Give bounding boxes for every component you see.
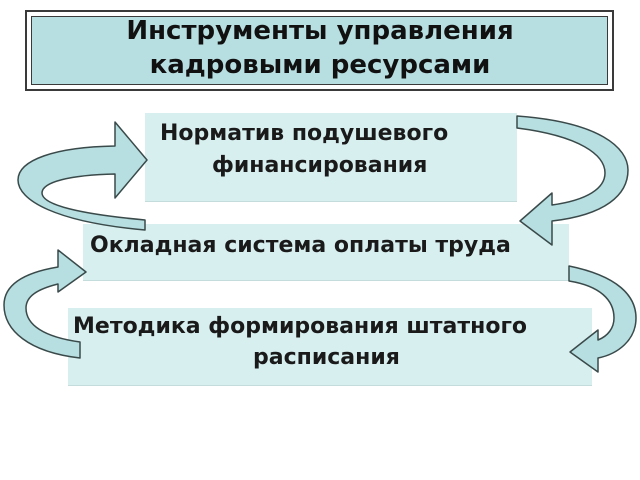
item-3-line-2: расписания [253, 345, 400, 370]
item-1-line-2: финансирования [212, 153, 428, 178]
item-1-line-1: Норматив подушевого [160, 121, 449, 146]
curved-arrow-right-upper [516, 115, 629, 246]
title-panel [31, 16, 608, 85]
curved-arrow-left-lower [3, 249, 87, 359]
title-frame [25, 10, 614, 91]
diagram-title: Инструменты управления кадровыми ресурса… [0, 14, 640, 82]
item-2-line-1: Окладная система оплаты труда [90, 233, 511, 258]
item-box-2 [83, 224, 569, 281]
title-line-1: Инструменты управления [126, 16, 514, 46]
curved-arrow-left-upper [17, 121, 148, 231]
title-line-2: кадровыми ресурсами [149, 50, 491, 80]
item-box-1 [145, 113, 517, 202]
item-box-3 [68, 308, 592, 386]
item-3-line-1: Методика формирования штатного [73, 314, 528, 339]
curved-arrow-right-lower [568, 265, 637, 373]
